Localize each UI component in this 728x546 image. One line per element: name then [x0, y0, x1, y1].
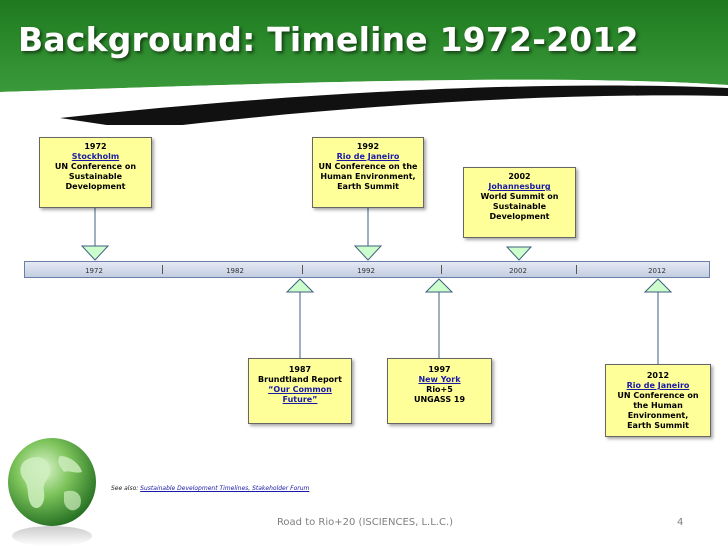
event-box-1972: 1972 Stockholm UN Conference on Sustaina… [39, 137, 152, 208]
event-title-link[interactable]: “Our Common [268, 385, 332, 394]
tick-label: 2012 [648, 267, 666, 275]
event-line: UNGASS 19 [413, 395, 466, 404]
event-line: the Human [633, 401, 683, 410]
tick-label: 1982 [226, 267, 244, 275]
tick-label: 1992 [357, 267, 375, 275]
event-line: Sustainable [68, 172, 123, 181]
event-line: UN Conference on [54, 162, 137, 171]
event-line: Rio+5 [426, 385, 453, 394]
event-box-2012: 2012 Rio de Janeiro UN Conference on the… [605, 364, 711, 437]
event-year: 2002 [508, 172, 531, 181]
page-title: Background: Timeline 1972-2012 [18, 20, 639, 59]
up-arrow-1987 [285, 278, 315, 293]
event-line: Human Environment, [320, 172, 416, 181]
header-swoosh [0, 0, 728, 130]
event-place-link[interactable]: Stockholm [71, 152, 120, 161]
event-line: Earth Summit [627, 421, 689, 430]
tick-label: 2002 [509, 267, 527, 275]
up-arrow-2012 [643, 278, 673, 293]
see-also-note: See also: Sustainable Development Timeli… [111, 485, 309, 492]
tick-separator [576, 265, 577, 274]
event-line: Environment, [627, 411, 689, 420]
event-box-2002: 2002 Johannesburg World Summit on Sustai… [463, 167, 576, 238]
see-also-prefix: See also: [111, 485, 141, 492]
globe-image [8, 438, 96, 546]
footer-text: Road to Rio+20 (ISCIENCES, L.L.C.) [276, 517, 454, 528]
tick-separator [441, 265, 442, 274]
event-year: 1987 [288, 365, 312, 374]
down-arrow-1992 [353, 245, 383, 261]
event-line: World Summit on [480, 192, 559, 201]
event-year: 1972 [84, 142, 107, 151]
down-arrow-1972 [80, 245, 110, 261]
see-also-link[interactable]: Sustainable Development Timelines, Stake… [140, 485, 310, 492]
event-year: 1997 [428, 365, 451, 374]
event-box-1992: 1992 Rio de Janeiro UN Conference on the… [312, 137, 424, 208]
tick-separator [302, 265, 303, 274]
event-line: Earth Summit [337, 182, 399, 191]
event-place-link[interactable]: Rio de Janeiro [336, 152, 400, 161]
event-place-link[interactable]: Rio de Janeiro [626, 381, 690, 390]
up-arrow-1997 [424, 278, 454, 293]
event-place-link[interactable]: Johannesburg [488, 182, 551, 191]
event-year: 1992 [356, 142, 380, 151]
event-line: UN Conference on the [318, 162, 418, 171]
event-year: 2012 [646, 371, 670, 380]
event-title-link[interactable]: Future” [282, 395, 318, 404]
down-arrow-2002 [505, 246, 533, 261]
event-line: Development [65, 182, 126, 191]
event-line: Sustainable [492, 202, 547, 211]
header-banner: Background: Timeline 1972-2012 [0, 0, 728, 130]
event-box-1997: 1997 New York Rio+5 UNGASS 19 [387, 358, 492, 424]
timeline-bar: 1972 1982 1992 2002 2012 [24, 261, 710, 278]
event-line: UN Conference on [617, 391, 699, 400]
page-number: 4 [677, 517, 684, 528]
event-place-link[interactable]: New York [418, 375, 461, 384]
tick-separator [162, 265, 163, 274]
event-line: Brundtland Report [258, 375, 342, 384]
event-line: Development [489, 212, 550, 221]
tick-label: 1972 [85, 267, 103, 275]
event-box-1987: 1987 Brundtland Report “Our Common Futur… [248, 358, 352, 424]
